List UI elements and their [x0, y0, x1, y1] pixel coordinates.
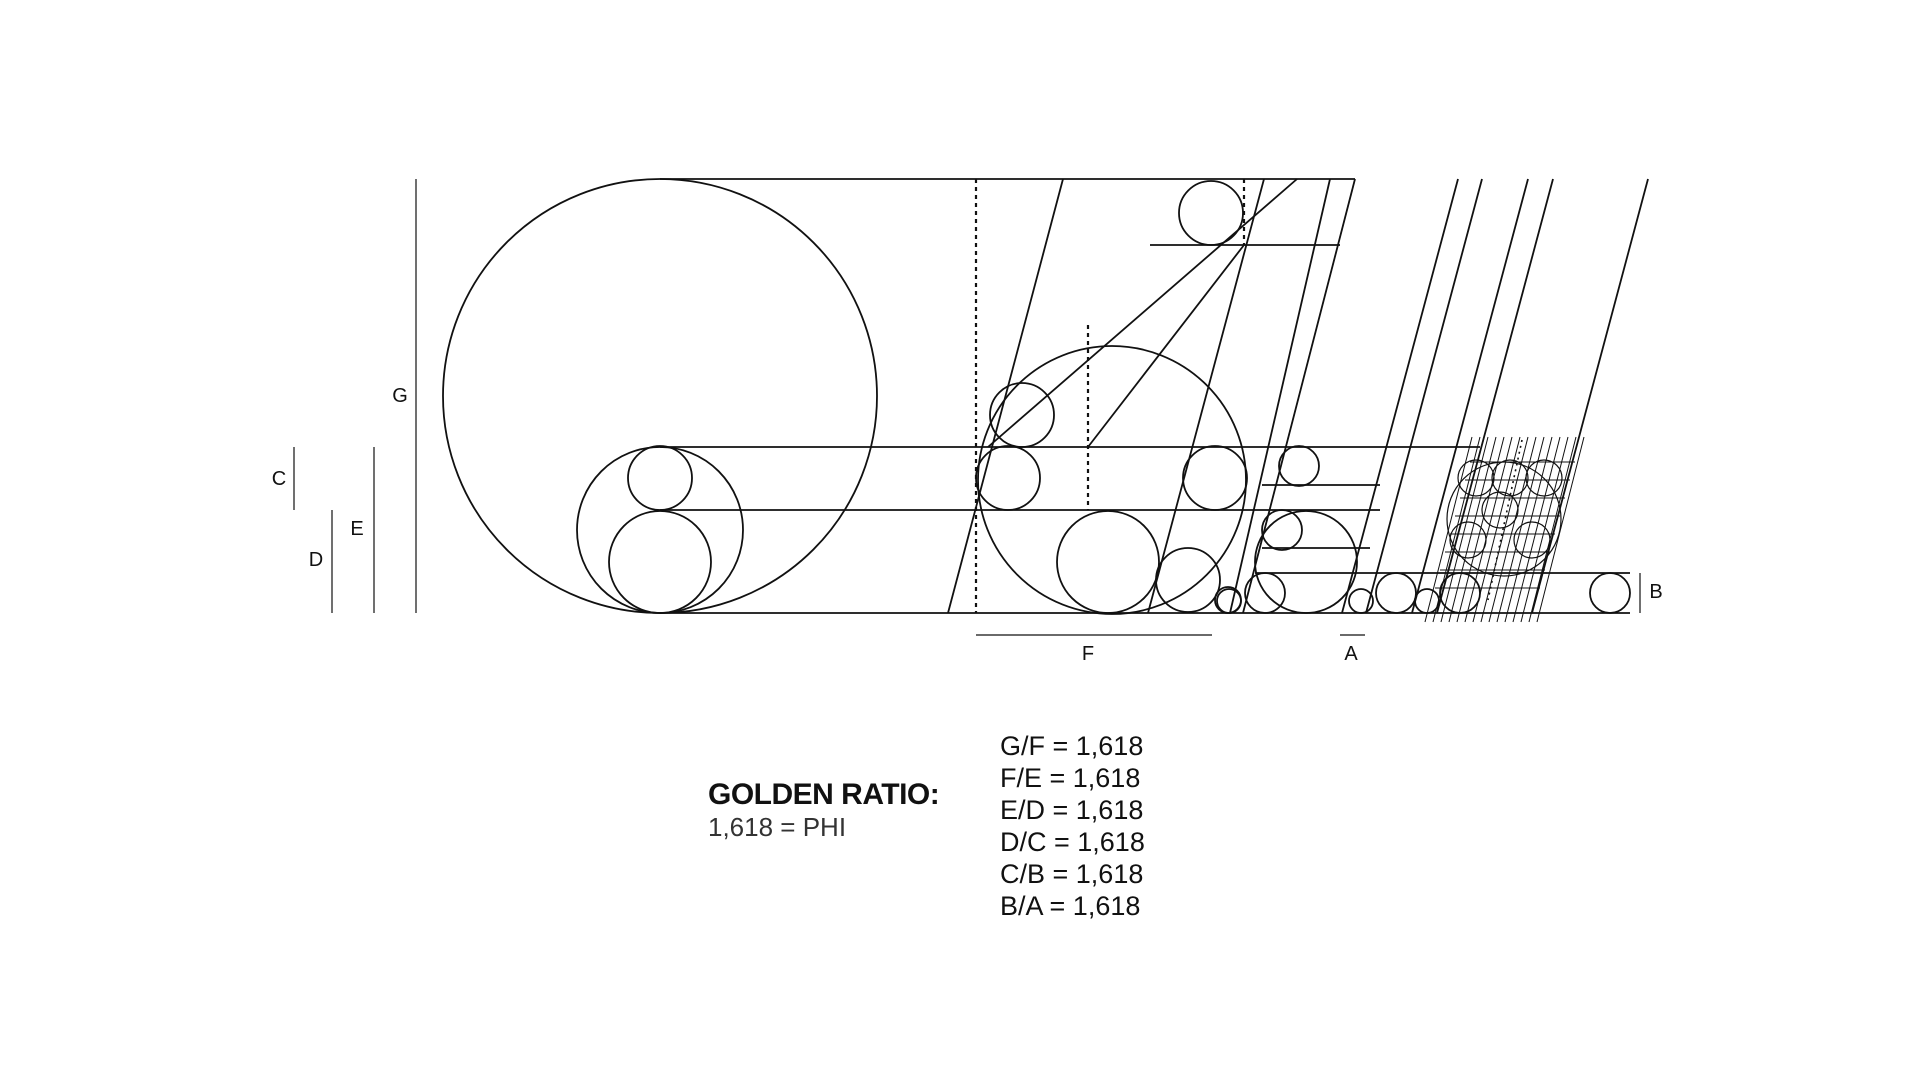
label-g: G [392, 385, 408, 407]
ratio-list: G/F = 1,618 F/E = 1,618 E/D = 1,618 D/C … [1000, 730, 1145, 922]
ratio-item: D/C = 1,618 [1000, 827, 1145, 857]
hatched-circle-3 [1525, 459, 1563, 497]
hatched-circle-4 [1481, 491, 1519, 529]
circle-c-upper [627, 445, 693, 511]
letter-z-construction [947, 178, 1630, 615]
diagonal-e-1 [1341, 178, 1459, 614]
hatched-detail-region [1424, 436, 1585, 623]
ratio-item: C/B = 1,618 [1000, 859, 1144, 889]
diagonal-2 [1147, 178, 1265, 614]
hatched-circle-2 [1491, 459, 1529, 497]
label-f: F [1082, 643, 1094, 665]
circle-mid-right [1182, 445, 1248, 511]
label-c: C [272, 468, 286, 490]
diagonal-slash-bottom [1087, 244, 1245, 448]
circle-f [977, 345, 1247, 615]
circle-tiny-2 [1216, 588, 1242, 614]
circle-e-bottom-left [1244, 572, 1286, 614]
golden-ratio-legend: GOLDEN RATIO: 1,618 = PHI [708, 778, 940, 842]
hatched-circle-5 [1449, 521, 1487, 559]
circle-b-1 [1375, 572, 1417, 614]
label-d: D [309, 549, 323, 571]
diagonal-slash-top [987, 178, 1298, 448]
circle-e-mid-left [1261, 509, 1303, 551]
label-e: E [350, 518, 363, 540]
circle-b-end [1589, 572, 1631, 614]
diagonal-e-2 [1365, 178, 1483, 614]
circle-d [608, 510, 712, 614]
circle-tiny-3 [1348, 588, 1374, 614]
ratio-item: F/E = 1,618 [1000, 763, 1141, 793]
letter-e-construction [1216, 178, 1649, 614]
measurement-markers [293, 179, 1641, 636]
circle-mid-upper [989, 382, 1055, 448]
label-a: A [1344, 643, 1358, 665]
hatched-circle-large [1446, 461, 1562, 577]
diagonal-3 [1229, 178, 1331, 614]
circle-mid-left [975, 445, 1041, 511]
circle-mid-bottom [1056, 510, 1160, 614]
letter-o-construction [442, 178, 1630, 614]
diagonal-e-4 [1436, 178, 1554, 614]
hatched-circle-6 [1513, 521, 1551, 559]
circle-mid-bottom-right [1155, 547, 1221, 613]
circle-tiny-4 [1414, 588, 1440, 614]
diagonal-e-5 [1531, 178, 1649, 614]
diagonal-4 [1242, 178, 1356, 614]
ratio-item: B/A = 1,618 [1000, 891, 1141, 921]
dimension-labels: G C E D F A B [272, 385, 1663, 665]
ratio-item: E/D = 1,618 [1000, 795, 1144, 825]
legend-subtitle: 1,618 = PHI [708, 812, 847, 842]
diagonal-e-3 [1411, 178, 1529, 614]
label-b: B [1649, 581, 1662, 603]
circle-small-top [1178, 180, 1244, 246]
circle-g [442, 178, 878, 614]
circle-e-mid-top [1278, 445, 1320, 487]
circle-e-mid-large [1254, 510, 1358, 614]
diagonal-1 [947, 178, 1064, 614]
hatched-circle-1 [1457, 459, 1495, 497]
ratio-item: G/F = 1,618 [1000, 731, 1144, 761]
legend-title: GOLDEN RATIO: [708, 778, 940, 811]
circle-e [576, 446, 744, 614]
